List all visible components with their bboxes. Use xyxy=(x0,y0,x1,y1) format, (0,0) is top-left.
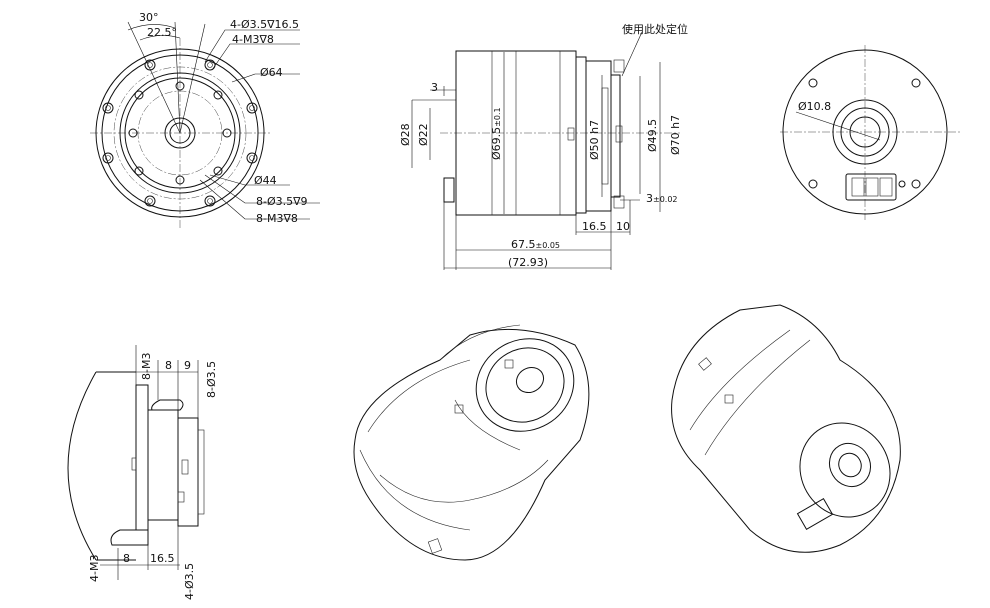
isometric-view-rear xyxy=(671,304,901,553)
iso-bore xyxy=(515,366,545,394)
dia-49-5-label: Ø49.5 xyxy=(646,119,659,152)
m3-bottom-label: 4-M3 xyxy=(88,555,101,582)
dim-72-93-label: (72.93) xyxy=(508,256,548,269)
inner-holes xyxy=(128,81,232,185)
dia-64-label: Ø64 xyxy=(260,66,283,79)
rear-connector xyxy=(845,173,897,201)
dia-44-label: Ø44 xyxy=(254,174,277,187)
iso-rear-face xyxy=(799,422,891,518)
dia-50-label: Ø50 h7 xyxy=(588,120,601,160)
hole-8-35-label: 8-Ø3.5∇9 xyxy=(256,195,307,208)
iso-rear-bore xyxy=(838,452,862,478)
dim-3-label: 3 xyxy=(431,81,438,94)
hole-8-m3-label: 8-M3∇8 xyxy=(256,212,298,225)
mount-circle xyxy=(119,72,241,194)
dim-16-5-bottom-label: 16.5 xyxy=(150,552,175,565)
dia-69-5-label: Ø69.5±0.1 xyxy=(490,107,503,160)
section-break-line xyxy=(67,371,97,561)
side-view: 使用此处定位 3 Ø28 Ø22 Ø69.5±0.1 Ø50 h7 Ø49.5 … xyxy=(399,22,688,270)
angle-22-5-label: 22.5° xyxy=(147,26,177,39)
locating-note: 使用此处定位 xyxy=(622,22,688,36)
dim-16-5-label: 16.5 xyxy=(582,220,607,233)
dia-22-label: Ø22 xyxy=(417,123,430,146)
rear-bore xyxy=(849,116,881,148)
iso-connector xyxy=(796,498,834,530)
dia-70-label: Ø70 h7 xyxy=(669,115,682,155)
section-view: 8-M3 8 9 8-Ø3.5 4-M3 8 16.5 4-Ø3.5 xyxy=(67,345,218,600)
dia-10-8-label: Ø10.8 xyxy=(798,100,831,113)
iso-flange-face xyxy=(475,338,575,432)
front-view: 30° 22.5° 4-Ø3.5∇16.5 4-M3∇8 Ø64 Ø44 8-Ø… xyxy=(90,11,320,228)
dim-8-top-label: 8 xyxy=(165,359,172,372)
angle-30-label: 30° xyxy=(139,11,159,24)
m3-top-label: 8-M3 xyxy=(140,353,153,380)
hole-4-35-label: 4-Ø3.5∇16.5 xyxy=(230,18,299,31)
outer-holes xyxy=(102,59,258,207)
dim-10-label: 10 xyxy=(616,220,630,233)
rear-view: Ø10.8 xyxy=(780,45,960,220)
hole-35-top-label: 8-Ø3.5 xyxy=(205,361,218,398)
center-bore xyxy=(164,117,196,149)
dim-67-5-label: 67.5±0.05 xyxy=(511,238,560,251)
dia-28-label: Ø28 xyxy=(399,123,412,146)
hole-35-bottom-label: 4-Ø3.5 xyxy=(183,563,196,600)
dim-9-label: 9 xyxy=(184,359,191,372)
isometric-view-front xyxy=(353,324,590,561)
hole-4-m3-label: 4-M3∇8 xyxy=(232,33,274,46)
dim-8-bottom-label: 8 xyxy=(123,552,130,565)
outer-flange-circle xyxy=(95,48,265,218)
rear-outer-circle xyxy=(782,49,948,215)
dim-3-002-label: 3±0.02 xyxy=(646,192,678,205)
